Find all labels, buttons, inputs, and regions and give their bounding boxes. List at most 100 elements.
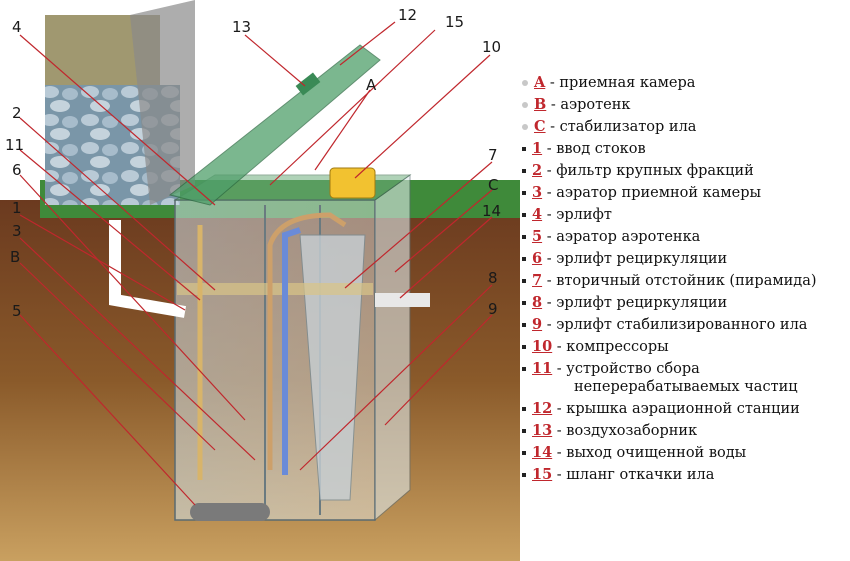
legend-item: 13 - воздухозаборник [522, 420, 847, 442]
legend-square-icon [522, 147, 526, 151]
legend-text: - эрлифт [542, 207, 612, 223]
legend-text: - аэротенк [546, 97, 631, 113]
legend-key: 8 [532, 294, 543, 311]
callout-1: 1 [12, 199, 22, 217]
legend-item: A - приемная камера [522, 72, 847, 94]
legend-square-icon [522, 323, 526, 327]
legend-item: 6 - эрлифт рециркуляции [522, 248, 847, 270]
legend-text: - крышка аэрационной станции [552, 401, 800, 417]
legend-text: - ввод стоков [542, 141, 646, 157]
pyramid-settler [299, 234, 366, 501]
legend-item: 7 - вторичный отстойник (пирамида) [522, 270, 847, 292]
legend-text: - шланг откачки ила [552, 467, 715, 483]
legend-item: 12 - крышка аэрационной станции [522, 398, 847, 420]
legend-square-icon [522, 169, 526, 173]
legend-square-icon [522, 279, 526, 283]
callout-5: 5 [12, 302, 22, 320]
legend-text: - компрессоры [552, 339, 669, 355]
legend-square-icon [522, 407, 526, 411]
legend-key: C [534, 118, 546, 135]
legend-square-icon [522, 473, 526, 477]
legend-text: - эрлифт рециркуляции [542, 251, 728, 267]
legend-square-icon [522, 301, 526, 305]
callout-14: 14 [482, 202, 501, 220]
callout-2: 2 [12, 104, 22, 122]
callout-15: 15 [445, 13, 464, 31]
legend-text: - вторичный отстойник (пирамида) [542, 273, 817, 289]
legend-square-icon [522, 257, 526, 261]
callout-7: 7 [488, 146, 498, 164]
legend-square-icon [522, 367, 526, 371]
sludge-hose [267, 212, 347, 470]
legend-item: B - аэротенк [522, 94, 847, 116]
legend-text: - эрлифт рециркуляции [542, 295, 728, 311]
callout-10: 10 [482, 38, 501, 56]
legend-text: - аэратор приемной камеры [542, 185, 762, 201]
legend-dot-icon [522, 124, 528, 130]
legend-text: - эрлифт стабилизированного ила [542, 317, 808, 333]
legend-item: 4 - эрлифт [522, 204, 847, 226]
tank-side [374, 174, 411, 522]
legend-item: 3 - аэратор приемной камеры [522, 182, 847, 204]
legend-item: 1 - ввод стоков [522, 138, 847, 160]
callout-8: 8 [488, 269, 498, 287]
legend-item: 2 - фильтр крупных фракций [522, 160, 847, 182]
legend-item: 9 - эрлифт стабилизированного ила [522, 314, 847, 336]
compressor [329, 167, 376, 199]
legend-item: 15 - шланг откачки ила [522, 464, 847, 486]
callout-6: 6 [12, 161, 22, 179]
legend-key: 15 [532, 466, 553, 483]
callout-13: 13 [232, 18, 251, 36]
legend-text: - устройство сбора [552, 361, 700, 377]
legend-key: 2 [532, 162, 543, 179]
legend-text: - стабилизатор ила [545, 119, 697, 135]
inlet-pipe [109, 220, 187, 318]
legend-key: 9 [532, 316, 543, 333]
legend-square-icon [522, 191, 526, 195]
legend-item: 10 - компрессоры [522, 336, 847, 358]
legend-key: 10 [532, 338, 553, 355]
stone-wall-top [45, 15, 160, 85]
stone-wall-side [130, 0, 195, 205]
legend-square-icon [522, 235, 526, 239]
legend-square-icon [522, 345, 526, 349]
legend-item: 5 - аэратор аэротенка [522, 226, 847, 248]
legend-key: 1 [532, 140, 543, 157]
legend-text: - воздухозаборник [552, 423, 698, 439]
legend-key: 14 [532, 444, 553, 461]
water-line [177, 283, 373, 295]
callout-12: 12 [398, 6, 417, 24]
legend-item: 11 - устройство сбора [522, 358, 847, 380]
callout-9: 9 [488, 300, 498, 318]
legend-item: 8 - эрлифт рециркуляции [522, 292, 847, 314]
legend-item: 14 - выход очищенной воды [522, 442, 847, 464]
legend-key: 11 [532, 360, 553, 377]
legend-item: C - стабилизатор ила [522, 116, 847, 138]
callout-4: 4 [12, 18, 22, 36]
legend-square-icon [522, 213, 526, 217]
legend-text: - аэратор аэротенка [542, 229, 701, 245]
legend-text: - приемная камера [545, 75, 696, 91]
callout-c: C [488, 176, 498, 194]
legend-square-icon [522, 429, 526, 433]
aerator-tube [190, 503, 270, 521]
tank-lid [168, 44, 381, 206]
callout-a: A [366, 76, 377, 94]
legend-key: 6 [532, 250, 543, 267]
legend-text: - фильтр крупных фракций [542, 163, 754, 179]
legend-dot-icon [522, 80, 528, 86]
callout-3: 3 [12, 222, 22, 240]
legend-item: неперерабатываемых частиц [522, 376, 847, 398]
legend-key: B [534, 96, 547, 113]
callout-b: B [10, 248, 20, 266]
air-intake [295, 72, 321, 96]
callout-lines [19, 21, 493, 506]
legend-key: 7 [532, 272, 543, 289]
legend-key: 12 [532, 400, 553, 417]
legend-key: 3 [532, 184, 543, 201]
legend-key: 13 [532, 422, 553, 439]
legend-key: 4 [532, 206, 543, 223]
legend-dot-icon [522, 102, 528, 108]
legend-key: A [534, 74, 546, 91]
